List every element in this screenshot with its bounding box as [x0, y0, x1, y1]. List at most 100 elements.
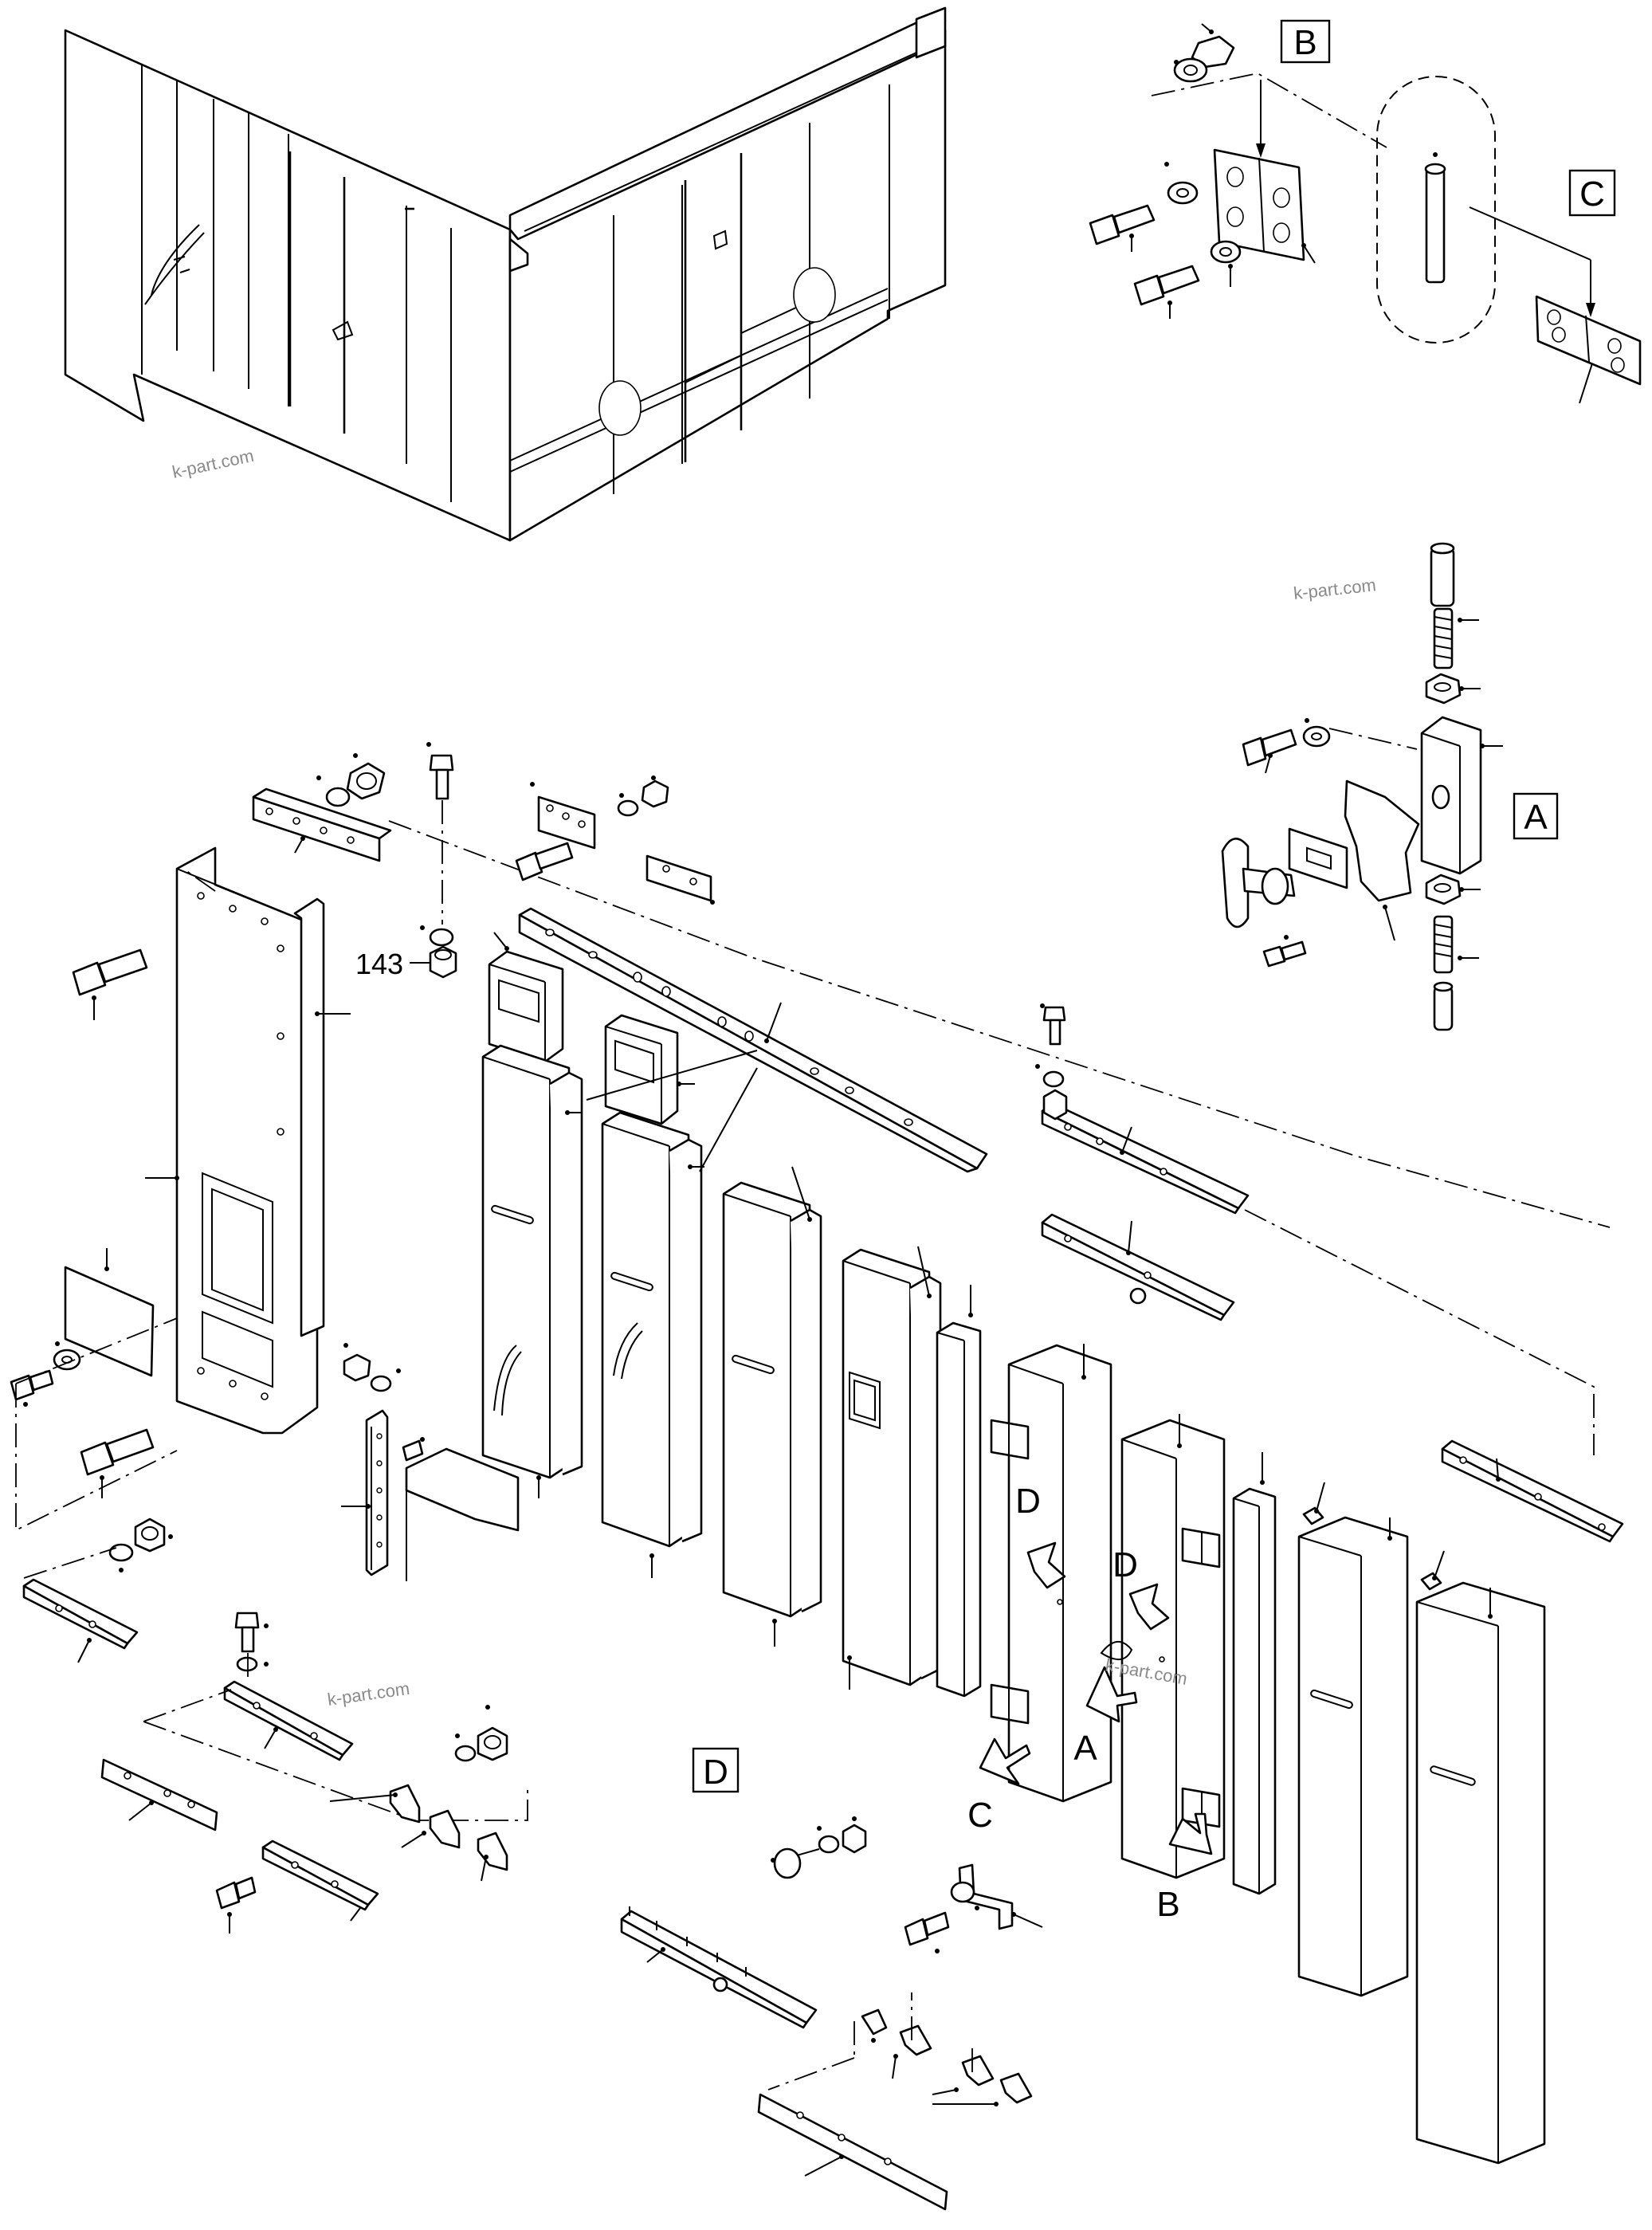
latch-washer	[1302, 718, 1331, 748]
latch-screw	[1242, 728, 1297, 774]
clip	[477, 1832, 508, 1882]
corner-post	[936, 1285, 982, 1698]
nut	[842, 1816, 867, 1854]
bottom-panel	[405, 1447, 520, 1581]
label-b: B	[1156, 1885, 1179, 1924]
nut	[641, 775, 669, 808]
base-strip	[757, 2093, 948, 2211]
bolt	[215, 1876, 257, 1934]
latch-t-handle	[1221, 838, 1296, 929]
lock-washer-143	[420, 925, 454, 947]
latch-rod-top	[1430, 542, 1479, 669]
washer	[316, 775, 351, 807]
control-box	[604, 1014, 695, 1125]
nut	[343, 1343, 371, 1382]
watermark: k-part.com	[1293, 575, 1377, 603]
nut	[477, 1705, 508, 1761]
clip	[329, 1784, 421, 1824]
door-panel-4	[842, 1246, 942, 1690]
screw	[10, 1369, 54, 1407]
label-c: C	[967, 1796, 993, 1835]
angle-bracket	[1441, 1439, 1624, 1543]
hinge-screw	[1133, 265, 1200, 319]
top-rail	[518, 907, 988, 1173]
latch-screw	[1262, 935, 1307, 968]
screw	[402, 1437, 425, 1462]
base-rail	[620, 1906, 818, 2029]
end-panel	[1297, 1482, 1409, 1997]
washer	[53, 1341, 81, 1371]
bolt	[80, 1428, 155, 1498]
base-bracket	[261, 1839, 379, 1911]
latch-body	[1420, 716, 1503, 875]
bolt-vertical	[234, 1612, 269, 1653]
mounting-bracket	[645, 854, 715, 905]
label-c: C	[1579, 175, 1605, 214]
hinge-washer	[1164, 162, 1199, 205]
door-panel-detail-b	[1100, 1414, 1226, 1879]
watermark: k-part.com	[171, 446, 256, 482]
hinge-screw	[1089, 204, 1156, 252]
nut	[134, 1517, 173, 1553]
corner-post	[1232, 1452, 1277, 1895]
mounting-bracket	[252, 787, 392, 862]
bolt-vertical	[1040, 1003, 1066, 1046]
door-panel-1	[481, 1044, 583, 1498]
clip	[932, 2072, 1033, 2106]
bolt	[515, 842, 574, 881]
nut	[346, 753, 386, 800]
label-a: A	[1524, 798, 1548, 837]
clip	[401, 1809, 461, 1849]
washer	[817, 1826, 840, 1854]
hinge-pin	[1424, 152, 1446, 284]
hinge-strip	[341, 1409, 389, 1576]
cover-plate	[64, 1248, 155, 1377]
nut-143	[429, 945, 457, 979]
watermark: k-part.com	[326, 1678, 410, 1710]
washer	[617, 793, 639, 817]
latch-detail: A	[1221, 542, 1559, 1031]
hinge-plate	[1535, 295, 1642, 404]
door-panel-3	[722, 1166, 822, 1647]
latch-gasket	[1344, 779, 1420, 941]
lock-washer	[236, 1656, 269, 1672]
nut	[1042, 1089, 1068, 1121]
clip	[892, 2024, 932, 2079]
washer	[950, 1881, 979, 1910]
label-d: D	[1112, 1545, 1138, 1584]
door-panel-2	[601, 1111, 704, 1578]
bolt	[904, 1911, 950, 1953]
mounting-bracket	[530, 782, 596, 850]
control-box	[488, 932, 564, 1063]
label-b: B	[1293, 23, 1316, 62]
angle-bracket	[1041, 1213, 1235, 1321]
latch-rod-bottom	[1425, 874, 1481, 1031]
base-strip	[100, 1758, 218, 1832]
knob	[771, 1847, 820, 1879]
end-panel	[1415, 1550, 1546, 2165]
label-d: D	[1015, 1482, 1041, 1521]
clip	[861, 2008, 888, 2043]
arrow-b	[1168, 1812, 1213, 1855]
hinge-washer	[1173, 57, 1208, 83]
washer	[370, 1368, 401, 1392]
arrow-d	[1026, 1541, 1066, 1589]
label-d-boxed: D	[703, 1753, 728, 1792]
clip	[932, 2055, 995, 2095]
washer	[454, 1733, 477, 1762]
hinge-nut	[1191, 23, 1235, 69]
bracket-z	[958, 1863, 1043, 1930]
overview-enclosure-assembly	[64, 6, 947, 542]
arrow-d	[1128, 1583, 1170, 1631]
bolt-vertical	[426, 742, 454, 800]
bolt	[72, 948, 148, 1020]
left-end-panel	[145, 846, 351, 1435]
arrow-a	[1085, 1666, 1138, 1723]
latch-plate	[1288, 827, 1348, 889]
hinge-washer	[1210, 240, 1242, 287]
arrow-c	[979, 1737, 1031, 1785]
latch-nut	[1425, 673, 1481, 705]
hinge-detail: B C	[1089, 19, 1642, 404]
base-bracket	[22, 1578, 139, 1663]
